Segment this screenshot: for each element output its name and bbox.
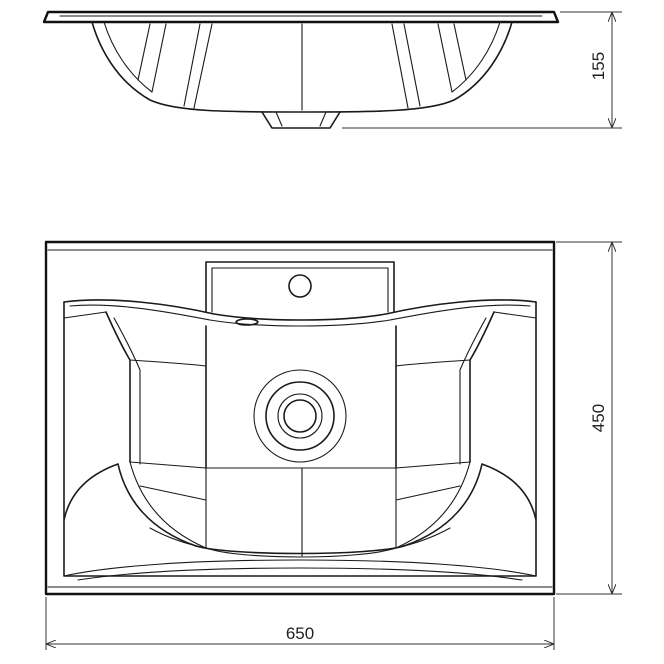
bowl-rim-sides bbox=[63, 301, 537, 577]
bowl-rim-back bbox=[63, 299, 537, 321]
width-dimension-label: 650 bbox=[286, 624, 314, 643]
drain-ring-outer bbox=[253, 369, 347, 463]
side-view-top-slab bbox=[42, 10, 560, 24]
drain-ring bbox=[265, 381, 335, 451]
bowl-front-right bbox=[403, 463, 537, 547]
drain-hole bbox=[283, 399, 317, 433]
depth-dimension-label: 450 bbox=[589, 404, 608, 432]
plan-view-outline bbox=[44, 240, 556, 596]
tap-deck bbox=[205, 261, 395, 313]
side-view: 155 bbox=[42, 10, 622, 129]
plan-view: 450 650 bbox=[44, 240, 622, 650]
side-view-drain bbox=[261, 111, 341, 129]
bowl-front-left bbox=[63, 463, 197, 547]
tap-hole bbox=[288, 274, 312, 298]
overflow-slot bbox=[235, 318, 259, 326]
height-dimension-label: 155 bbox=[589, 52, 608, 80]
side-view-bowl bbox=[91, 21, 513, 113]
